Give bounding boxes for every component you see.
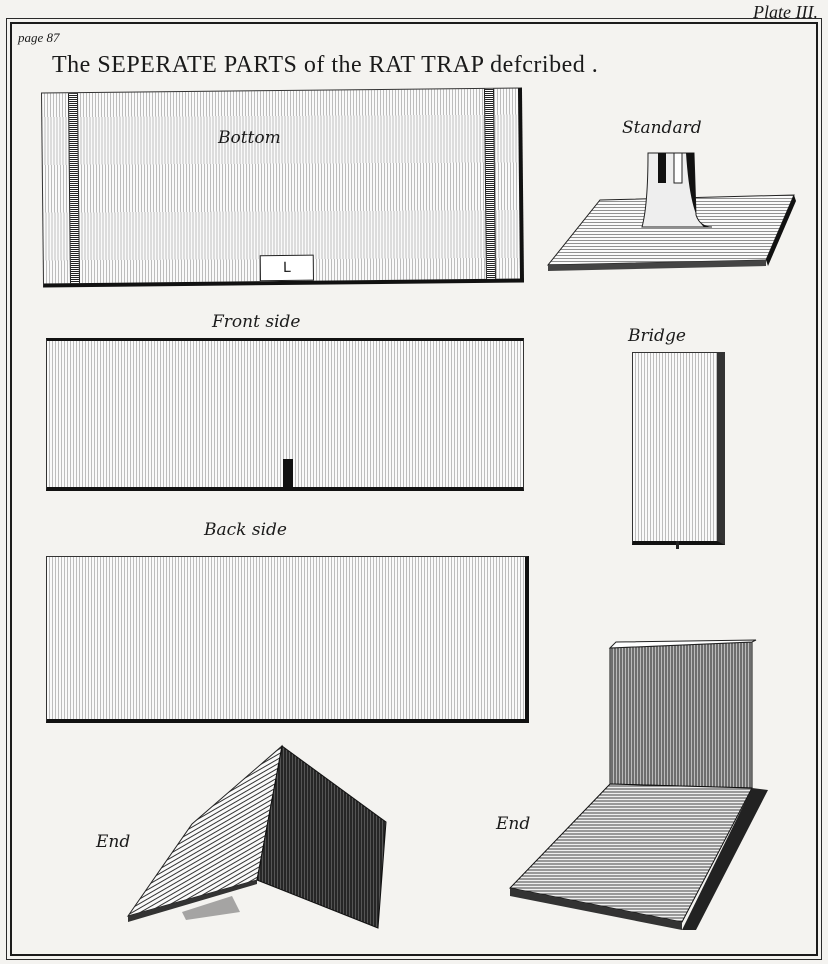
- end-left-label: End: [96, 832, 131, 852]
- front-side-slot: [283, 459, 293, 487]
- plate-number: Plate III.: [753, 2, 818, 22]
- bottom-label: Bottom: [218, 128, 281, 148]
- groove-left: [68, 93, 80, 284]
- plate-title: The SEPERATE PARTS of the RAT TRAP defcr…: [52, 52, 599, 78]
- end-right-illustration: [509, 639, 768, 930]
- bridge-label: Bridge: [628, 326, 686, 346]
- page-reference: page 87: [18, 30, 60, 45]
- bottom-board-illustration: L: [40, 87, 525, 288]
- end-left-illustration: [126, 744, 387, 929]
- bridge-peg: [676, 541, 679, 549]
- back-side-label: Back side: [204, 520, 287, 540]
- standard-label: Standard: [622, 118, 702, 138]
- back-side-illustration: [46, 556, 529, 723]
- groove-right: [483, 88, 496, 279]
- standard-illustration: [546, 152, 796, 271]
- front-side-illustration: [46, 338, 524, 491]
- plate-border: [10, 22, 818, 956]
- bridge-illustration: [632, 352, 725, 545]
- front-side-label: Front side: [212, 312, 301, 332]
- bottom-notch: L: [259, 254, 314, 282]
- end-right-label: End: [496, 814, 531, 834]
